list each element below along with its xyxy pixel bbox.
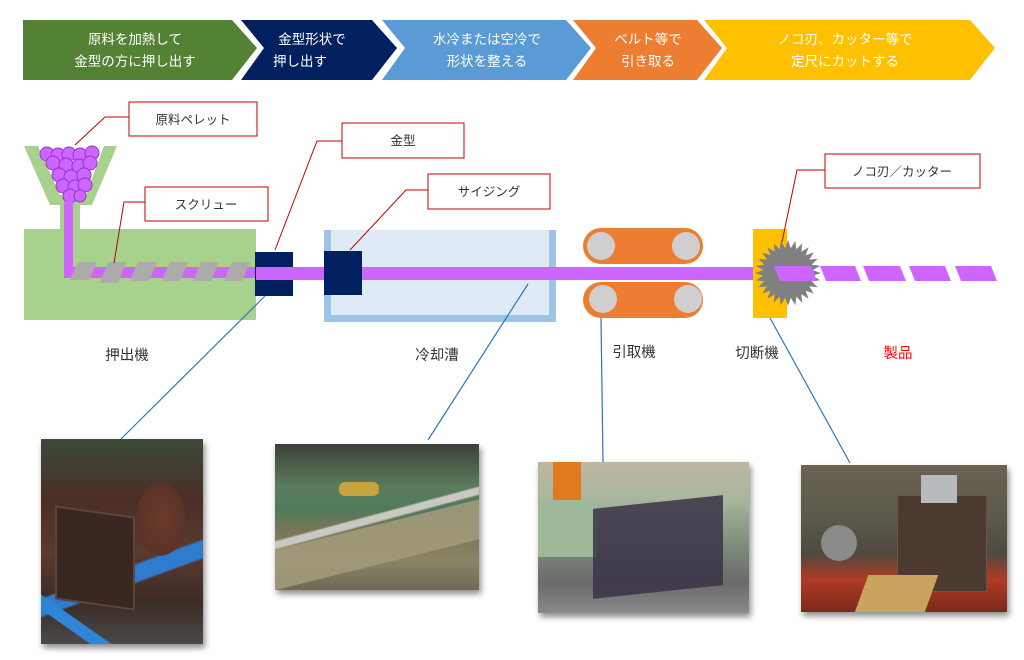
callout-label-cutter: ノコ刃／カッター bbox=[852, 164, 952, 179]
die-plate bbox=[55, 505, 135, 611]
callout-sizing: サイジング bbox=[427, 173, 551, 210]
photo-connector-cooling-tank bbox=[427, 283, 529, 441]
process-step-1-line-2: 金型の方に押し出す bbox=[74, 54, 196, 70]
sizing-die bbox=[324, 251, 362, 295]
callout-line-sizing bbox=[349, 189, 428, 251]
green-housing bbox=[538, 502, 598, 557]
profile-cut-segment bbox=[774, 266, 817, 281]
orange-cylinder bbox=[553, 462, 581, 500]
cylinder-top bbox=[921, 475, 957, 503]
process-step-3-shape bbox=[382, 20, 591, 80]
machine-label-cutter: 切断機 bbox=[735, 345, 779, 362]
process-step-1-line-1: 原料を加熱して bbox=[88, 32, 182, 48]
callout-box bbox=[144, 186, 269, 222]
photo-connector-haul-off bbox=[600, 317, 604, 463]
haul-off bbox=[583, 228, 703, 318]
callout-box bbox=[824, 153, 981, 189]
process-step-2: 金型形状で 押し出す bbox=[241, 20, 397, 80]
cutter-photo bbox=[801, 465, 1007, 612]
cutter bbox=[753, 229, 821, 318]
machine-label-cooling-tank: 冷却漕 bbox=[415, 347, 459, 364]
process-step-2-line-1: 金型形状で bbox=[278, 32, 346, 48]
feed-channel bbox=[64, 202, 73, 277]
material-pellets bbox=[39, 145, 100, 204]
roller bbox=[589, 285, 617, 313]
callout-line-die bbox=[274, 140, 342, 251]
process-step-5-line-2: 定尺にカットする bbox=[791, 54, 899, 70]
extruder bbox=[24, 145, 260, 320]
product-segments bbox=[820, 266, 997, 281]
process-step-4-line-1: ベルト等で bbox=[614, 31, 682, 48]
cooling-tank-photo bbox=[275, 444, 479, 590]
tank-trough bbox=[275, 497, 479, 590]
machine-label-extruder: 押出機 bbox=[105, 347, 149, 364]
roller bbox=[587, 232, 615, 260]
callout-die: 金型 bbox=[341, 122, 465, 159]
screw-shaft bbox=[64, 267, 260, 278]
callout-pellet: 原料ペレット bbox=[128, 101, 258, 137]
product-segment bbox=[820, 266, 861, 281]
haul-off-belt-top bbox=[583, 228, 703, 264]
haul-off-photo bbox=[538, 462, 749, 613]
callout-box bbox=[128, 101, 258, 137]
callout-label-sizing: サイジング bbox=[458, 184, 521, 199]
photo-connectors bbox=[119, 283, 851, 464]
product-segment bbox=[909, 266, 951, 281]
process-step-3: 水冷または空冷で 形状を整える bbox=[382, 20, 591, 80]
roller bbox=[674, 285, 702, 313]
process-step-1-shape bbox=[23, 20, 257, 80]
process-step-4-shape bbox=[573, 20, 722, 80]
process-step-4-line-2: 引き取る bbox=[621, 54, 675, 70]
cardboard bbox=[853, 575, 939, 612]
callout-line-cutter bbox=[781, 169, 825, 243]
process-step-4: ベルト等で 引き取る bbox=[573, 20, 722, 80]
product-segment bbox=[863, 266, 906, 281]
photo-connector-extruder bbox=[119, 295, 266, 441]
extruded-profile-haul bbox=[556, 267, 756, 280]
callout-label-pellet: 原料ペレット bbox=[155, 112, 230, 127]
callout-box bbox=[341, 122, 465, 159]
photo-connector-cutter bbox=[769, 317, 851, 464]
callout-line-pellet bbox=[74, 116, 129, 146]
callout-label-die: 金型 bbox=[390, 133, 415, 148]
machine-label-haul-off: 引取機 bbox=[612, 344, 656, 361]
roller bbox=[672, 232, 700, 260]
product-segment bbox=[955, 266, 997, 281]
process-step-3-line-2: 形状を整える bbox=[447, 54, 528, 70]
process-step-3-line-1: 水冷または空冷で bbox=[433, 32, 541, 48]
callouts bbox=[74, 116, 825, 264]
process-step-2-shape bbox=[241, 20, 397, 80]
process-step-2-line-2: 押し出す bbox=[273, 54, 327, 70]
callout-cutter: ノコ刃／カッター bbox=[824, 153, 981, 189]
process-step-5: ノコ刃、カッター等で 定尺にカットする bbox=[704, 20, 995, 80]
screw-flights bbox=[70, 262, 250, 283]
belt-guard bbox=[593, 495, 723, 599]
callout-screw: スクリュー bbox=[144, 186, 269, 222]
machine-label-product: 製品 bbox=[884, 345, 913, 362]
callout-label-screw: スクリュー bbox=[175, 197, 238, 212]
process-flow: 原料を加熱して 金型の方に押し出す 金型形状で 押し出す 水冷または空冷で 形状… bbox=[23, 20, 995, 80]
process-step-5-shape bbox=[704, 20, 995, 80]
extruder-die-photo bbox=[41, 439, 203, 644]
callout-box bbox=[427, 173, 551, 210]
yellow-cylinder bbox=[339, 482, 379, 496]
process-step-1: 原料を加熱して 金型の方に押し出す bbox=[23, 20, 257, 80]
saw-motor bbox=[821, 525, 857, 561]
callout-line-screw bbox=[113, 201, 145, 264]
process-step-5-line-1: ノコ刃、カッター等で bbox=[778, 31, 913, 48]
